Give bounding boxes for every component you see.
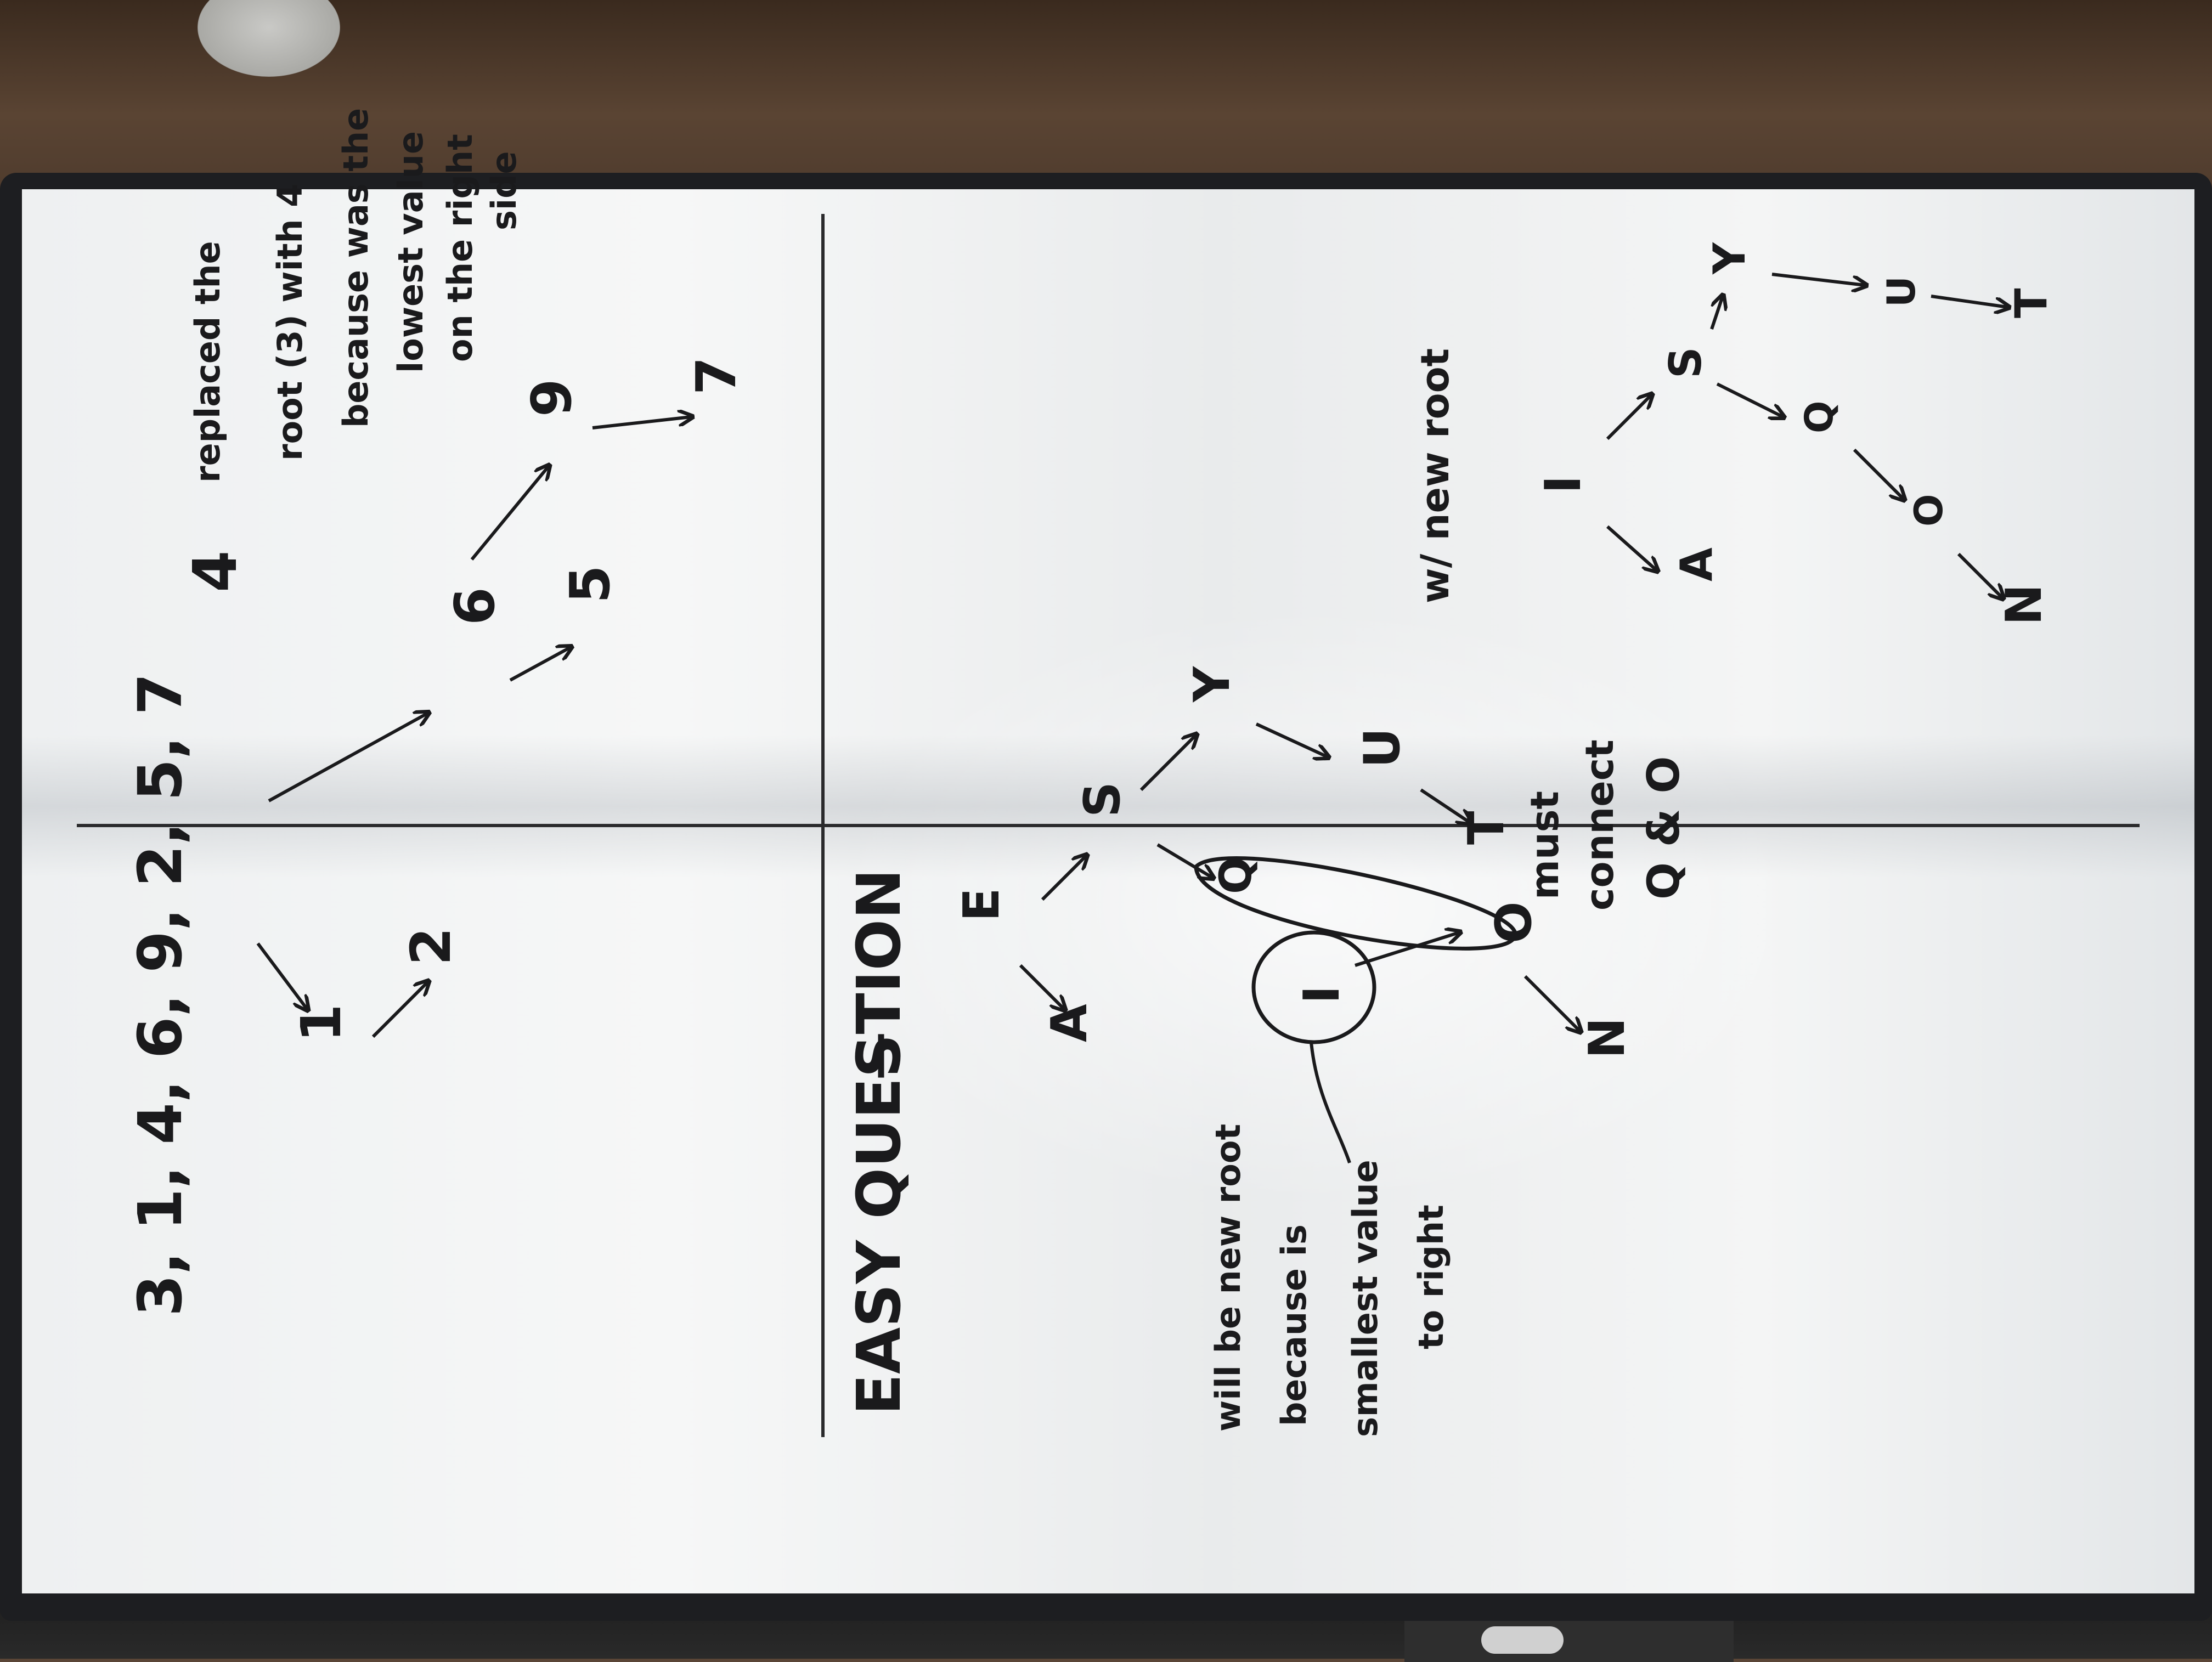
tree-node: U [1879,276,1924,307]
shadow [22,735,2194,878]
note-line: replaced the [188,241,228,483]
tree-edge [1716,382,1783,417]
device-button [1481,1626,1564,1654]
light-glare [823,603,1810,1207]
tree-edge [1931,295,2008,307]
tree-edge [592,417,691,429]
tree-node: S [1074,782,1131,817]
circle-highlight [1251,930,1376,1044]
tree-edge [1139,735,1196,792]
tree-edge [1156,843,1212,878]
tree-node: E [953,888,1011,922]
note-line: side [484,151,524,230]
tree-edge [1957,552,2002,598]
tree-edge [1041,856,1086,901]
tree-node: Q [1797,400,1842,433]
note-line: because was the [336,108,376,428]
tree-node: 9 [520,378,584,417]
result-tree: I A S Q O N Y U T [1534,242,2057,625]
tree-edge [1355,932,1459,967]
note-line: lowest value [391,131,431,373]
note-line: must [1522,791,1567,900]
tree-edge [1606,395,1651,440]
tree-edge [1523,975,1580,1031]
tree-node: 2 [399,927,463,965]
label-text: w/ new root [1413,348,1458,603]
note-line: will be new root [1208,1124,1248,1432]
loop-highlight [1194,856,1517,951]
tree-edge [1019,964,1064,1009]
number-sequence: 3, 1, 4, 6, 9, 2, 5, 7 [125,673,195,1316]
tree-node: T [1458,811,1515,845]
tree-node: O [1906,494,1951,527]
top-note: replaced the root (3) with 4 because was… [188,108,524,483]
tree-bottom: E A S Q Y U T I O N [953,665,1636,1163]
note-line: smallest value [1345,1160,1385,1437]
tree-edge [470,466,549,561]
note-line: to right [1411,1205,1451,1349]
tree-node: Y [1183,665,1241,703]
tree-node: N [1995,584,2053,625]
tree-edge [1853,448,1904,499]
tree-node: 4 [180,550,250,592]
note-line: connect [1577,739,1622,911]
tree-top: 4 1 2 6 5 9 7 [180,357,748,1042]
tree-edge [1710,296,1723,330]
tree-edge [1771,273,1865,285]
tree-edge [371,982,428,1038]
tree-edge [1606,525,1657,570]
note-line: root (3) with 4 [270,184,310,461]
top-section: 3, 1, 4, 6, 9, 2, 5, 7 [125,673,195,1316]
cloth [198,0,340,77]
tree-node: I [1293,986,1351,1004]
note-line: Q & O [1638,756,1689,900]
tree-node: 7 [684,357,748,395]
tree-node: N [1578,1017,1636,1059]
tree-node: Y [1704,242,1755,275]
tree-edge [1420,788,1470,823]
tree-node: T [2006,288,2057,318]
note-line: because is [1274,1224,1314,1426]
tree-node: 5 [558,565,622,603]
tree-edge [1255,722,1328,757]
tree-node: S [1660,347,1711,378]
tree-node: Q [1210,857,1261,894]
note-line: on the right [440,134,480,362]
heading: EASY QUESTION [844,869,914,1415]
tree-edge [256,942,307,1009]
connect-note: must connect Q & O [1522,739,1689,911]
new-root-label: w/ new root [1413,348,1458,603]
tree-node: 6 [443,587,507,625]
tree-node: A [1041,1004,1098,1042]
tree-node: A [1671,547,1722,581]
heading-text: EASY QUESTION [844,869,914,1415]
tree-edge [509,647,571,682]
tree-node: U [1353,728,1411,768]
tree-node: I [1534,476,1592,494]
tree-node: 1 [289,1004,353,1042]
pointer-line [1310,1042,1351,1163]
circle-note: will be new root because is smallest val… [1208,1124,1451,1437]
tree-edge [268,713,428,802]
